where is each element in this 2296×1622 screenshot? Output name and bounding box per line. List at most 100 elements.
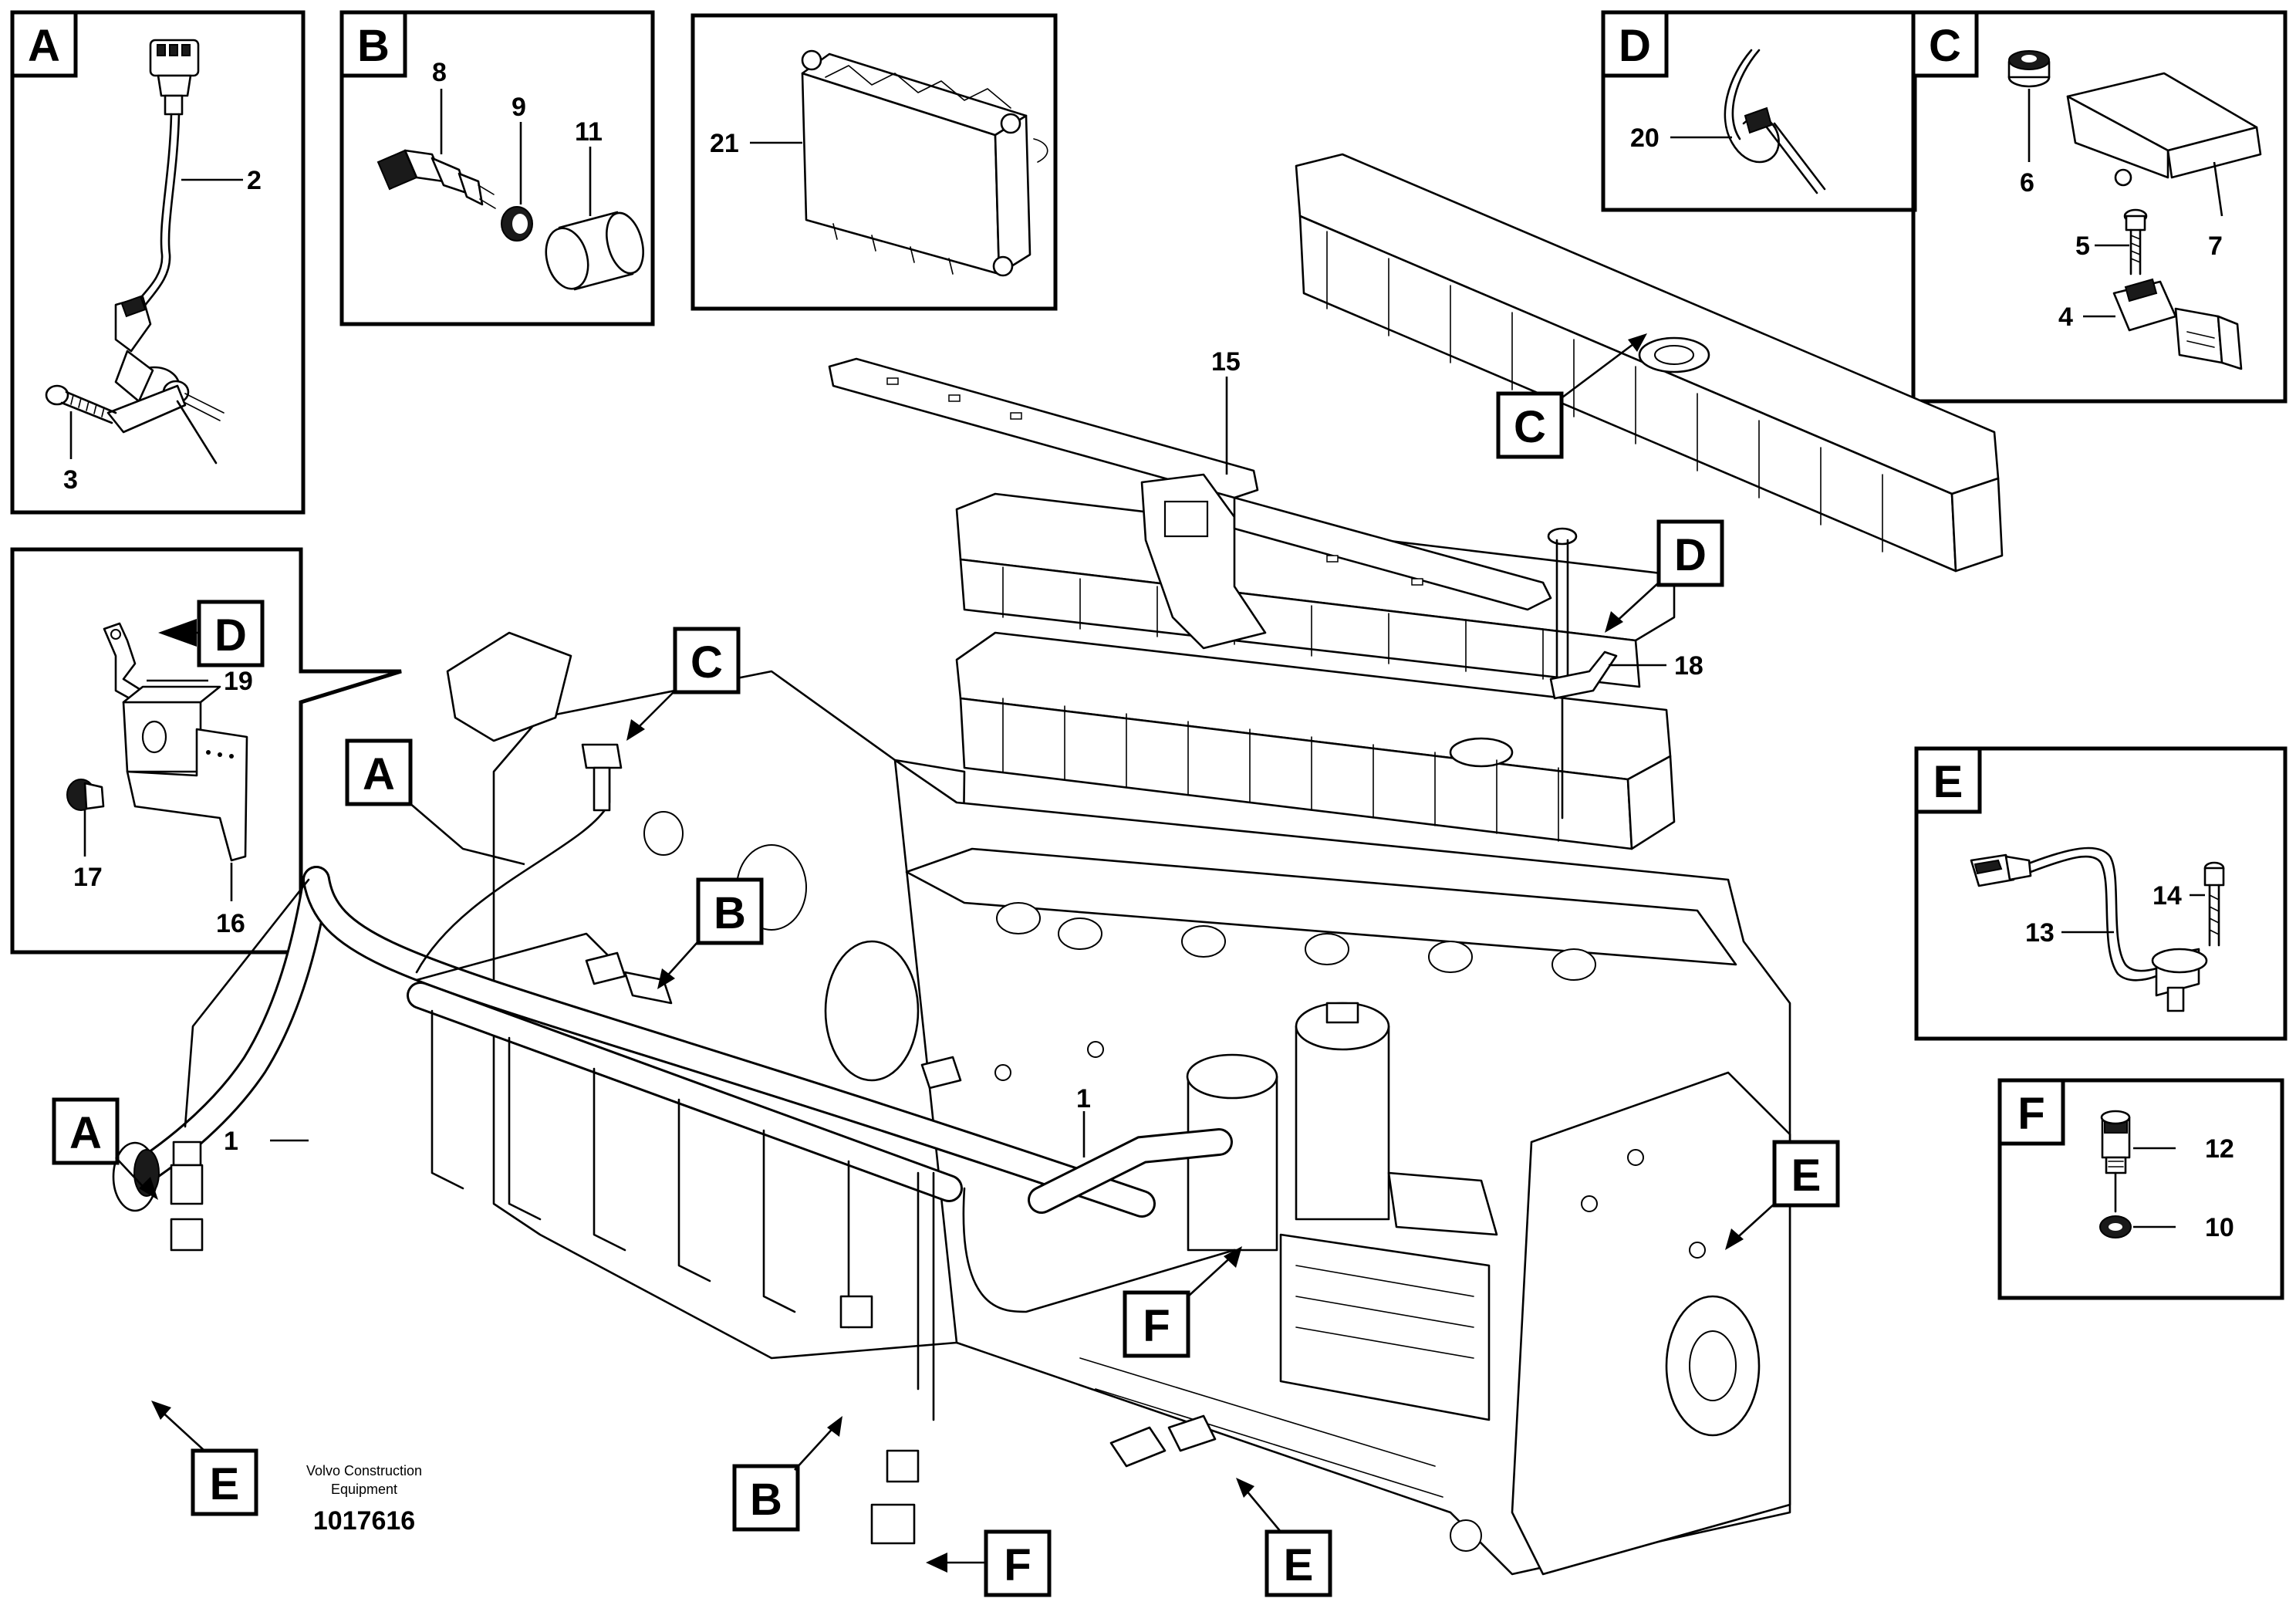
detail-a-frame (10, 10, 306, 515)
callout-e-bottom: E (1236, 1478, 1332, 1597)
sensor-cable-drawing (133, 113, 173, 306)
detail-view-e: E 13 14 (1914, 746, 2288, 1041)
svg-text:B: B (750, 1475, 782, 1525)
connector-plug-drawing (149, 39, 200, 116)
part-label-21: 21 (710, 129, 739, 158)
part-label-14: 14 (2152, 881, 2182, 911)
svg-text:D: D (1674, 530, 1707, 580)
pressure-sensor-drawing (376, 149, 496, 209)
seal-ring-drawing (501, 206, 533, 242)
callout-b-lower: B (732, 1416, 842, 1532)
detail-b-frame (339, 10, 655, 326)
detail-view-b: B 8 9 11 (339, 10, 655, 326)
svg-text:F: F (1004, 1540, 1031, 1590)
document-number: 1017616 (313, 1506, 415, 1536)
part-label-19: 19 (224, 667, 253, 696)
sleeve-drawing (545, 211, 644, 291)
detail-c-tag: C (1929, 21, 1961, 71)
cover-plate-drawing (828, 357, 1552, 650)
callout-c-upper: C (626, 627, 741, 741)
part-label-17: 17 (73, 863, 103, 892)
main-engine-view: 15 18 1 1 (112, 153, 2004, 1576)
detail-d-bracket-frame (10, 547, 402, 955)
intake-manifold-drawing (955, 492, 1676, 688)
svg-text:D: D (214, 610, 247, 661)
detail-e-frame (1914, 746, 2288, 1041)
svg-text:C: C (1514, 402, 1546, 452)
svg-text:F: F (1143, 1301, 1170, 1351)
part-label-5: 5 (2075, 231, 2090, 261)
detail-b-tag: B (357, 21, 390, 71)
detail-view-a: A 2 (10, 10, 306, 515)
detail-f-tag-box (1997, 1078, 2065, 1146)
speed-sensor-drawing (106, 295, 225, 465)
detail-e-tag: E (1933, 757, 1963, 807)
svg-text:A: A (363, 749, 395, 799)
part-label-7: 7 (2208, 231, 2223, 261)
sealing-washer-drawing (2099, 1215, 2132, 1238)
speed-sensor-cable-drawing (1970, 846, 2208, 1012)
detail-c-tag-box (1911, 10, 1979, 78)
part-label-4: 4 (2058, 302, 2073, 332)
callout-f-middle: F (1123, 1246, 1242, 1358)
fuel-rail-drawing (1295, 153, 2004, 573)
callout-a-lower: A (52, 1097, 158, 1200)
detail-e-tag-box (1914, 746, 1982, 814)
svg-text:C: C (690, 637, 723, 688)
part-label-1: 1 (224, 1127, 238, 1156)
callout-a-upper: A (345, 738, 525, 866)
detail-view-d: D 20 (1601, 10, 1917, 212)
nut-drawing (66, 779, 105, 811)
callout-d-bracket: D (158, 600, 265, 667)
detail-view-d-bracket: 19 17 16 D (10, 547, 402, 955)
svg-text:A: A (69, 1108, 102, 1158)
valve-cover-drawing (955, 631, 1676, 850)
part-label-1-branch: 1 (1076, 1084, 1091, 1113)
svg-text:E: E (1791, 1151, 1822, 1201)
brand-line-2: Equipment (331, 1482, 397, 1497)
part-label-9: 9 (512, 93, 526, 122)
part-label-11: 11 (575, 117, 603, 147)
detail-f-frame (1997, 1078, 2284, 1300)
detail-f-tag: F (2017, 1089, 2044, 1139)
part-label-3: 3 (63, 465, 78, 495)
detail-a-tag: A (28, 21, 60, 71)
cable-tie-drawing (1724, 49, 1826, 194)
harness-connectors-drawing (170, 743, 1217, 1545)
part-label-20: 20 (1630, 123, 1660, 153)
detail-d-tag-box (1601, 10, 1669, 78)
part-label-15: 15 (1211, 347, 1241, 377)
part-label-2: 2 (247, 166, 262, 195)
screw-drawing (2203, 861, 2225, 947)
bracket-drawing (122, 685, 248, 862)
detail-a-tag-box (10, 10, 78, 78)
detail-view-f: F 12 10 (1997, 1078, 2284, 1300)
pressure-switch-drawing (2100, 1110, 2131, 1213)
manifold-sensor-drawing (2112, 278, 2243, 370)
part-label-16: 16 (216, 909, 245, 938)
screw-drawing (45, 384, 117, 424)
mounting-plate-drawing (446, 631, 572, 742)
callout-b-upper: B (657, 877, 764, 989)
heat-shield-bracket-drawing (2066, 72, 2262, 187)
svg-text:E: E (210, 1459, 240, 1509)
screw-drawing (2123, 208, 2148, 275)
footer: Volvo Construction Equipment 1017616 (306, 1463, 422, 1536)
detail-b-tag-box (339, 10, 407, 78)
grommet-drawing (2007, 50, 2051, 88)
detail-d-tag: D (1619, 21, 1651, 71)
callout-e-left: E (151, 1401, 258, 1516)
callout-c-manifold: C (1496, 333, 1647, 459)
callout-d-upper: D (1605, 519, 1724, 633)
engine-control-unit-drawing (801, 49, 1048, 277)
oil-filter-drawing (1186, 1002, 1498, 1421)
brand-line-1: Volvo Construction (306, 1463, 422, 1478)
svg-text:B: B (714, 888, 746, 938)
part-label-12: 12 (2205, 1134, 2234, 1164)
callout-f-bottom: F (926, 1529, 1052, 1597)
part-label-18: 18 (1674, 651, 1703, 681)
detail-view-control-unit: 21 (690, 13, 1058, 311)
part-label-8: 8 (432, 58, 447, 87)
part-label-10: 10 (2205, 1213, 2234, 1242)
